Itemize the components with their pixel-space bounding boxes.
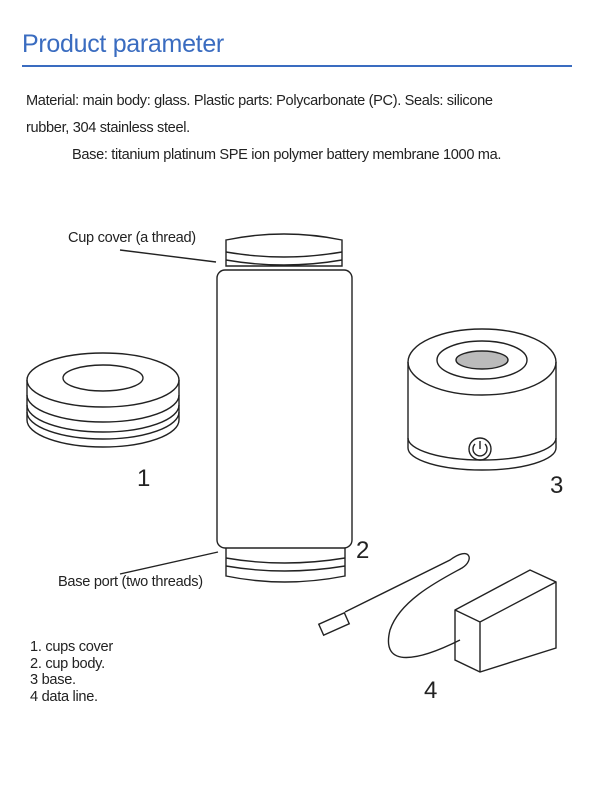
legend-item: 1. cups cover	[30, 639, 113, 655]
legend-item: 2. cup body.	[30, 655, 105, 672]
page-title: Product parameter	[22, 30, 224, 58]
item-number-4: 4	[424, 677, 438, 704]
legend-item: 3 base.	[30, 672, 76, 688]
item-number-3: 3	[550, 472, 564, 499]
parts-legend: 1. cups cover 2. cup body. 3 base. 4 dat…	[30, 639, 113, 705]
legend-item: 4 data line.	[30, 688, 98, 705]
power-adapter-drawing	[317, 553, 557, 673]
material-text-line-2: rubber, 304 stainless steel.	[26, 120, 190, 136]
power-icon	[468, 437, 492, 461]
item-number-1: 1	[137, 465, 151, 492]
item-number-2: 2	[356, 537, 370, 564]
title-divider	[22, 65, 572, 67]
base-port-label: Base port (two threads)	[58, 574, 203, 590]
cup-cover-label: Cup cover (a thread)	[68, 230, 196, 246]
material-text-line-1: Material: main body: glass. Plastic part…	[26, 93, 493, 109]
cup-cover-drawing	[26, 352, 180, 448]
base-drawing	[407, 328, 557, 471]
cup-body-drawing	[119, 233, 353, 583]
base-text-line: Base: titanium platinum SPE ion polymer …	[72, 147, 502, 163]
